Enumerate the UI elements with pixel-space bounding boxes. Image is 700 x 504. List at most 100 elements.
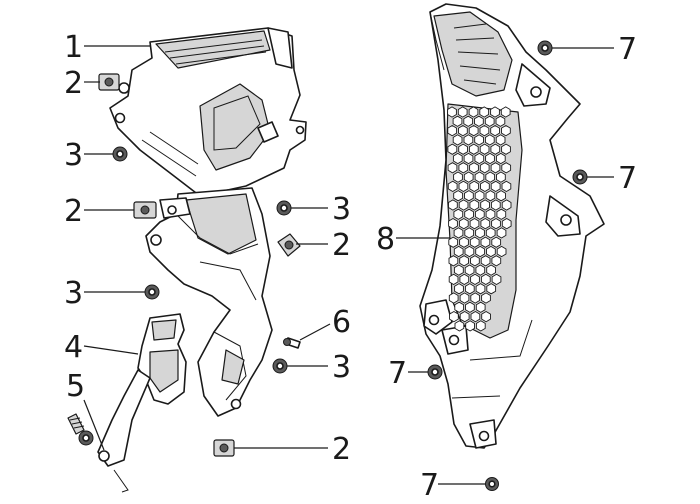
callout-3: 3 (332, 192, 351, 227)
mesh-cell (470, 310, 481, 323)
part-1-upper-panel (109, 27, 307, 197)
mesh-cell (458, 162, 469, 174)
mesh-cell (490, 180, 501, 193)
mesh-cell (453, 245, 464, 258)
mesh-grille (447, 106, 512, 332)
part-4-small-bracket (97, 313, 187, 467)
part-3-nut-a (112, 146, 128, 162)
mesh-cell (475, 227, 485, 239)
mesh-cell (453, 171, 463, 183)
mesh-cell (454, 320, 465, 332)
mesh-cell (496, 227, 507, 239)
part-2-clip-d (213, 439, 235, 457)
mesh-cell (485, 227, 496, 239)
mesh-cell (481, 292, 491, 304)
mesh-cell (459, 236, 469, 248)
callout-labels: 1 2 3 2 3 2 3 4 6 3 5 2 7 7 8 7 7 (64, 30, 637, 503)
mesh-cell (468, 124, 479, 137)
mesh-cell (469, 199, 480, 211)
mesh-cell (475, 283, 486, 295)
mesh-cell (447, 180, 458, 193)
mesh-cell (447, 143, 458, 155)
mesh-cell (480, 180, 490, 193)
mesh-cell (452, 115, 463, 127)
callout-3: 3 (332, 350, 351, 385)
part-8-side-panel (419, 3, 605, 449)
mesh-cell (486, 264, 496, 276)
callout-7: 7 (618, 161, 637, 196)
mesh-cell (490, 143, 501, 155)
mesh-cell (484, 115, 495, 127)
mesh-cell (454, 283, 464, 295)
mesh-cell (491, 255, 502, 267)
mesh-cell (470, 273, 480, 286)
part-2-clip-a (98, 73, 120, 91)
mesh-cell (453, 190, 464, 202)
mesh-cell (496, 208, 507, 220)
mesh-cell (464, 208, 474, 220)
mesh-cell (464, 264, 475, 276)
mesh-cell (448, 199, 458, 211)
mesh-cell (484, 134, 495, 146)
mesh-cell (457, 106, 468, 118)
mesh-cell (485, 152, 495, 165)
callout-2: 2 (64, 66, 83, 101)
mesh-cell (501, 180, 512, 193)
mesh-cell (453, 208, 464, 220)
mesh-cell (474, 171, 485, 183)
mesh-cell (469, 162, 479, 174)
mesh-cell (501, 124, 511, 137)
mesh-cell (452, 152, 463, 165)
mesh-cell (486, 245, 496, 258)
mesh-cell (464, 227, 475, 239)
mesh-cell (469, 180, 480, 193)
part-6-pin (283, 337, 301, 349)
mesh-cell (480, 236, 491, 248)
callout-7: 7 (388, 356, 407, 391)
part-3-nut-b (276, 200, 292, 216)
part-7-nut-d (485, 477, 499, 491)
mesh-cell (448, 217, 458, 230)
mesh-cell (458, 143, 468, 155)
mesh-cell (464, 283, 475, 295)
mesh-cell (459, 273, 470, 286)
mesh-cell (490, 124, 500, 137)
part-7-nut-b (572, 169, 588, 185)
mesh-cell (496, 190, 506, 202)
mesh-cell (447, 162, 458, 174)
mesh-cell (495, 152, 506, 165)
mesh-cell (474, 152, 485, 165)
callout-6: 6 (332, 305, 351, 340)
mesh-cell (490, 199, 501, 211)
mesh-cell (495, 115, 506, 127)
mesh-cell (479, 106, 490, 118)
mesh-cell (448, 255, 459, 267)
part-3-nut-d (272, 358, 288, 374)
callout-7: 7 (420, 468, 439, 500)
mesh-cell (475, 264, 486, 276)
mesh-cell (479, 162, 490, 174)
mesh-cell (501, 199, 512, 211)
mesh-cell (448, 236, 459, 248)
mesh-cell (490, 106, 500, 118)
mesh-cell (475, 301, 486, 313)
mesh-cell (463, 171, 474, 183)
mesh-cell (454, 301, 465, 313)
mesh-cell (496, 171, 506, 183)
mesh-cell (474, 208, 485, 220)
mesh-cell (500, 106, 511, 118)
mesh-cell (463, 152, 474, 165)
mesh-cell (459, 310, 470, 323)
mesh-cell (479, 143, 490, 155)
mesh-cell (480, 255, 491, 267)
mesh-cell (485, 190, 496, 202)
mesh-cell (447, 106, 457, 118)
mesh-cell (458, 124, 468, 137)
mesh-cell (449, 310, 459, 323)
mesh-cell (448, 273, 459, 286)
mesh-cell (453, 264, 464, 276)
mesh-cell (480, 273, 491, 286)
mesh-cell (495, 134, 506, 146)
